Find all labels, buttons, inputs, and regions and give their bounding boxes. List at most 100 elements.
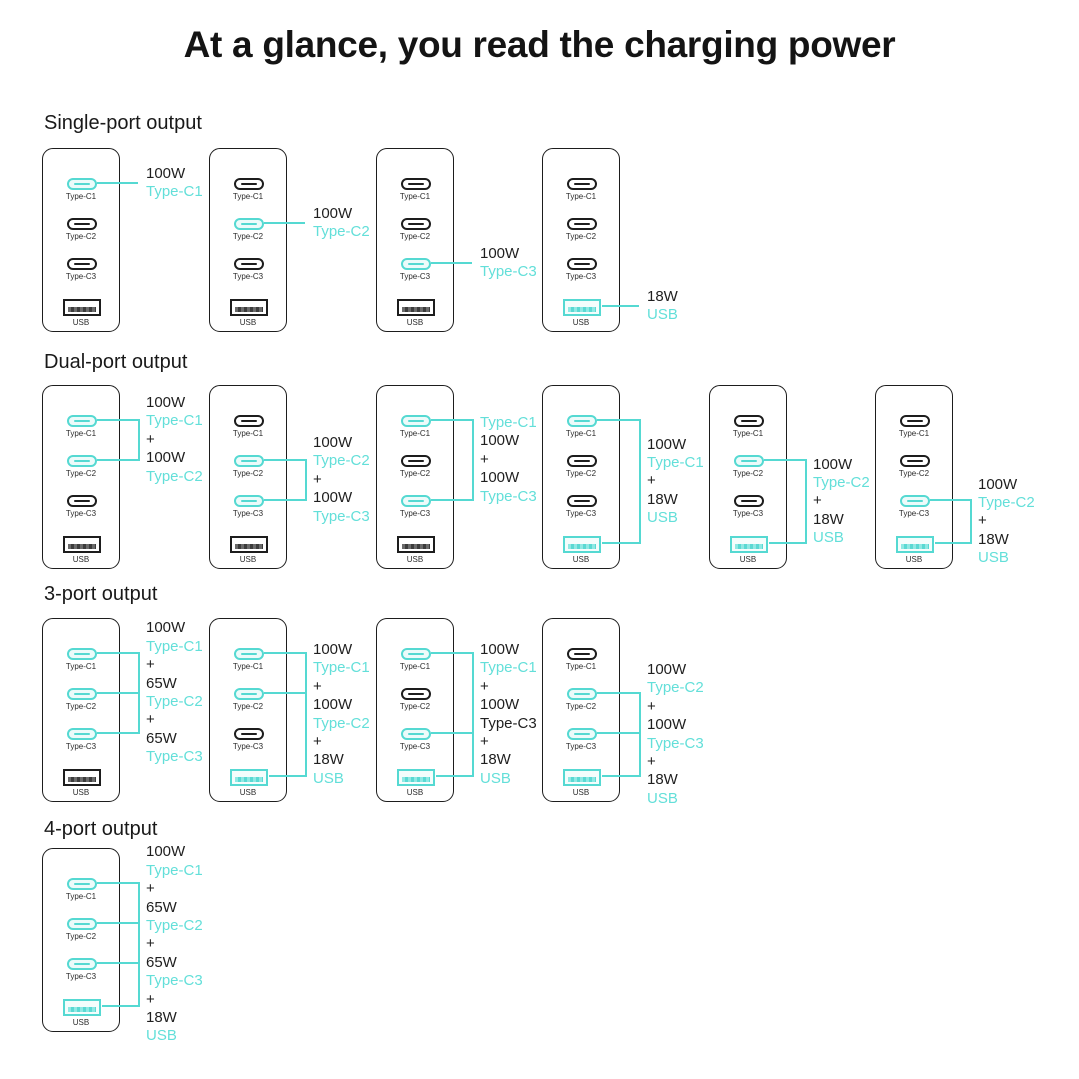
c2-port-icon bbox=[234, 455, 264, 467]
usb-c-tongue bbox=[574, 419, 590, 423]
annotation-line: 18W bbox=[813, 510, 844, 528]
usb-a-port-icon bbox=[730, 536, 768, 553]
annotation-line: + bbox=[647, 697, 656, 715]
annotation-line: Type-C2 bbox=[146, 693, 203, 711]
annotation-line: USB bbox=[146, 1027, 177, 1045]
usb-c-tongue bbox=[408, 652, 424, 656]
annotation-line: 100W bbox=[480, 432, 520, 450]
annotation-line: 65W bbox=[146, 953, 177, 971]
port-label: Type-C3 bbox=[565, 509, 597, 518]
usb-contact-bar bbox=[68, 1007, 96, 1012]
usb-contact-bar bbox=[402, 307, 430, 312]
connector-line bbox=[97, 962, 138, 964]
connector-line bbox=[97, 732, 138, 734]
usb-c-tongue bbox=[408, 262, 424, 266]
c1-port-icon bbox=[234, 648, 264, 660]
annotation-line: 100W bbox=[647, 660, 687, 678]
annotation-line: 100W bbox=[813, 455, 853, 473]
usb-c-tongue bbox=[574, 262, 590, 266]
usb-c-tongue bbox=[74, 499, 90, 503]
c1-port-icon bbox=[567, 415, 597, 427]
port-label: Type-C2 bbox=[399, 469, 431, 478]
annotation-line: 100W bbox=[146, 843, 186, 861]
usb-c-tongue bbox=[74, 692, 90, 696]
annotation-line: Type-C3 bbox=[647, 734, 704, 752]
annotation-line: USB bbox=[313, 769, 344, 787]
annotation-line: + bbox=[146, 990, 155, 1008]
port-label: USB bbox=[72, 788, 90, 797]
annotation-line: Type-C2 bbox=[146, 916, 203, 934]
port-label: Type-C1 bbox=[65, 662, 97, 671]
c3-port-icon bbox=[67, 958, 97, 970]
usb-c-tongue bbox=[241, 652, 257, 656]
port-label: USB bbox=[406, 318, 424, 327]
annotation-line: 18W bbox=[647, 287, 678, 305]
annotation-line: + bbox=[480, 732, 489, 750]
annotation-line: 65W bbox=[146, 898, 177, 916]
port-label: Type-C1 bbox=[65, 429, 97, 438]
c1-port-icon bbox=[567, 648, 597, 660]
usb-c-tongue bbox=[241, 459, 257, 463]
port-label: Type-C3 bbox=[65, 742, 97, 751]
c1-port-icon bbox=[234, 178, 264, 190]
usb-c-tongue bbox=[408, 222, 424, 226]
port-label: Type-C2 bbox=[65, 932, 97, 941]
annotation-line: USB bbox=[647, 509, 678, 527]
port-label: Type-C1 bbox=[65, 892, 97, 901]
connector-line bbox=[639, 692, 641, 777]
port-label: Type-C1 bbox=[232, 662, 264, 671]
port-label: Type-C2 bbox=[232, 232, 264, 241]
usb-contact-bar bbox=[568, 544, 596, 549]
connector-line bbox=[769, 542, 805, 544]
port-label: Type-C2 bbox=[65, 702, 97, 711]
c2-port-icon bbox=[67, 688, 97, 700]
port-label: Type-C2 bbox=[65, 469, 97, 478]
port-label: Type-C3 bbox=[399, 272, 431, 281]
c1-port-icon bbox=[67, 415, 97, 427]
connector-line bbox=[264, 222, 305, 224]
annotation-line: + bbox=[146, 430, 155, 448]
c3-port-icon bbox=[734, 495, 764, 507]
annotation-line: + bbox=[146, 656, 155, 674]
annotation-line: + bbox=[313, 677, 322, 695]
annotation-line: 100W bbox=[146, 394, 186, 411]
c3-port-icon bbox=[401, 258, 431, 270]
usb-c-tongue bbox=[574, 652, 590, 656]
usb-contact-bar bbox=[568, 777, 596, 782]
connector-line bbox=[597, 732, 639, 734]
annotation-line: 18W bbox=[146, 1008, 177, 1026]
usb-c-tongue bbox=[241, 419, 257, 423]
annotation-line: 100W bbox=[647, 716, 687, 734]
usb-c-tongue bbox=[907, 459, 923, 463]
usb-a-port-icon bbox=[63, 769, 101, 786]
port-label: USB bbox=[239, 788, 257, 797]
usb-c-tongue bbox=[408, 692, 424, 696]
usb-a-port-icon bbox=[397, 769, 435, 786]
connector-line bbox=[97, 882, 138, 884]
port-label: USB bbox=[239, 555, 257, 564]
c1-port-icon bbox=[234, 415, 264, 427]
annotation-line: Type-C1 bbox=[647, 453, 704, 471]
annotation-line: + bbox=[313, 470, 322, 488]
annotation-line: Type-C1 bbox=[313, 659, 370, 677]
usb-a-port-icon bbox=[230, 536, 268, 553]
annotation-line: + bbox=[647, 472, 656, 490]
usb-contact-bar bbox=[235, 777, 263, 782]
port-label: Type-C1 bbox=[232, 429, 264, 438]
connector-line bbox=[431, 262, 472, 264]
usb-contact-bar bbox=[68, 544, 96, 549]
usb-c-tongue bbox=[741, 459, 757, 463]
usb-c-tongue bbox=[741, 499, 757, 503]
c2-port-icon bbox=[567, 688, 597, 700]
usb-c-tongue bbox=[74, 732, 90, 736]
usb-c-tongue bbox=[74, 962, 90, 966]
